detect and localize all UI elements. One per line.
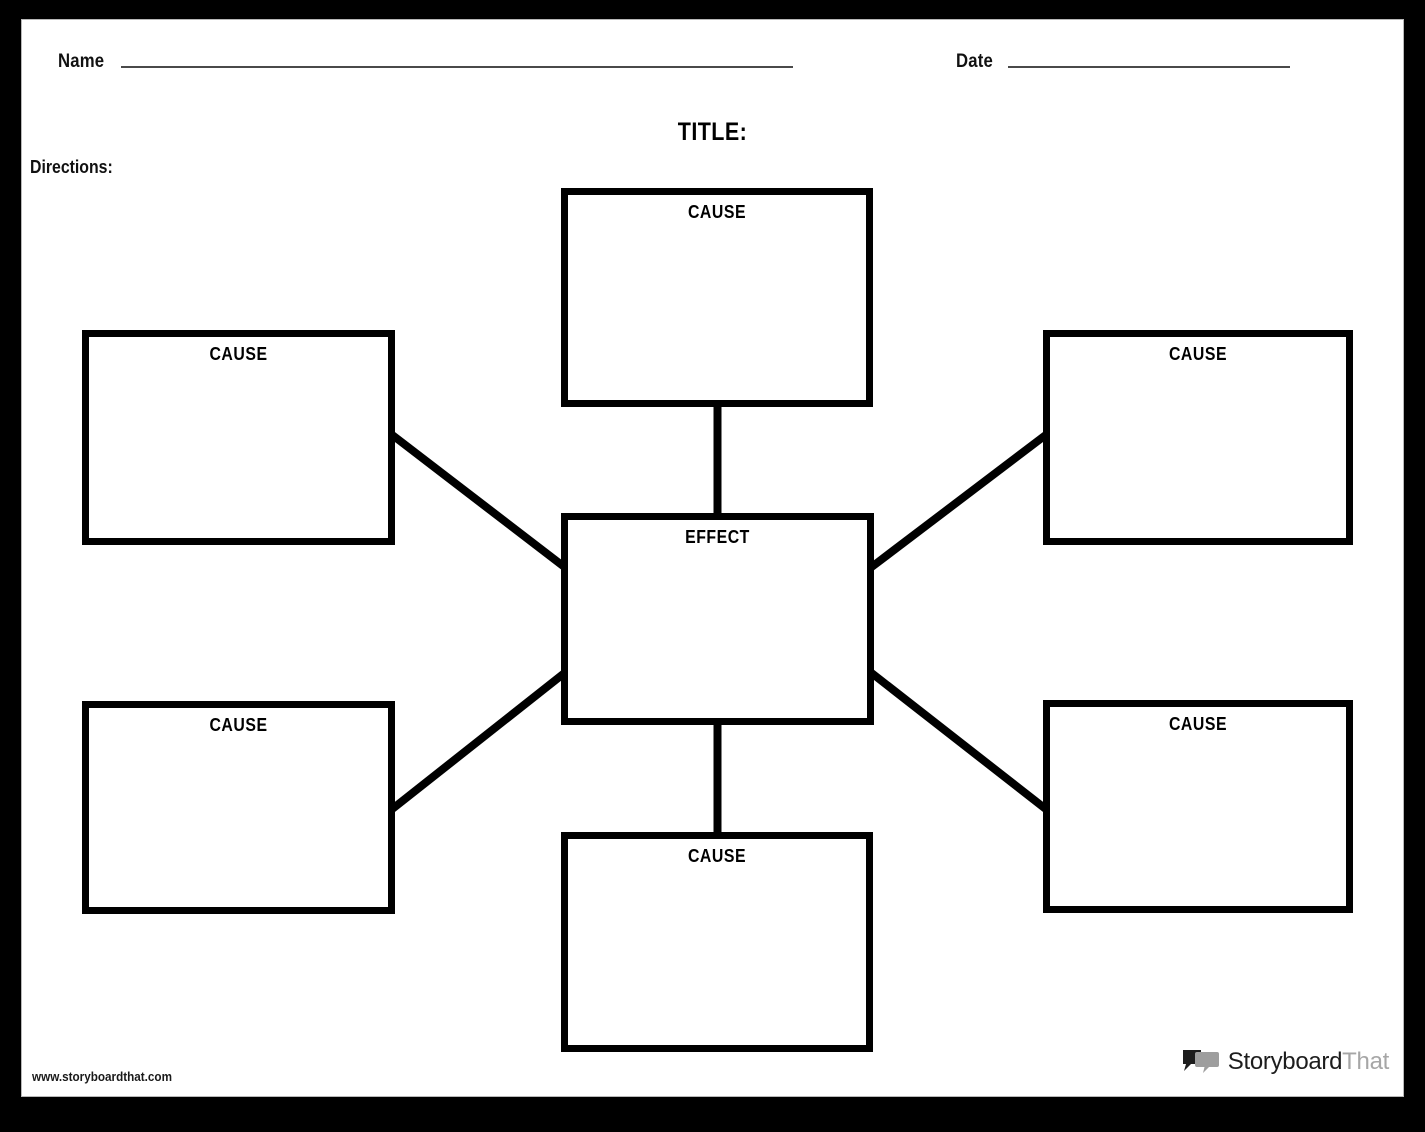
cause-box-upper-right[interactable]: CAUSE [1043, 330, 1353, 545]
speech-bubbles-icon [1182, 1050, 1219, 1073]
page-title: TITLE: [677, 118, 748, 146]
connector-upper-left-diagonal [388, 430, 570, 573]
brand-wordmark-primary: Storyboard [1227, 1048, 1343, 1075]
brand-wordmark-secondary: That [1342, 1048, 1389, 1075]
cause-box-lower-right[interactable]: CAUSE [1043, 700, 1353, 913]
date-label: Date [956, 51, 993, 72]
cause-box-bottom[interactable]: CAUSE [561, 832, 873, 1052]
name-field-row: Name [58, 52, 793, 71]
effect-box-center[interactable]: EFFECT [561, 513, 874, 725]
cause-box-lower-left[interactable]: CAUSE [82, 701, 395, 914]
connector-lower-right-diagonal [866, 667, 1050, 814]
cause-box-lower-right-label: CAUSE [1168, 714, 1228, 734]
date-input-line[interactable] [1007, 66, 1290, 68]
connector-upper-right-diagonal [866, 430, 1050, 573]
cause-box-upper-right-label: CAUSE [1168, 344, 1228, 364]
cause-box-upper-left[interactable]: CAUSE [82, 330, 395, 545]
worksheet-page: Name Date TITLE: Directions: [22, 20, 1403, 1096]
connector-lower-left-diagonal [388, 667, 570, 814]
cause-box-top[interactable]: CAUSE [561, 188, 873, 407]
brand-wordmark: StoryboardThat [1227, 1048, 1390, 1075]
storyboardthat-logo[interactable]: StoryboardThat [1181, 1048, 1389, 1076]
cause-box-bottom-label: CAUSE [687, 846, 747, 866]
date-field-row: Date [956, 52, 1290, 71]
cause-box-lower-left-label: CAUSE [209, 715, 268, 735]
cause-and-effect-diagram: CAUSE CAUSE CAUSE EFFECT CAUSE CAUSE [22, 20, 1403, 1096]
cause-box-upper-left-label: CAUSE [209, 344, 268, 364]
site-url[interactable]: www.storyboardthat.com [32, 1069, 172, 1084]
directions-label: Directions: [30, 157, 113, 177]
name-label: Name [58, 51, 105, 72]
name-input-line[interactable] [120, 66, 793, 68]
effect-box-center-label: EFFECT [685, 527, 750, 547]
cause-box-top-label: CAUSE [687, 202, 747, 222]
